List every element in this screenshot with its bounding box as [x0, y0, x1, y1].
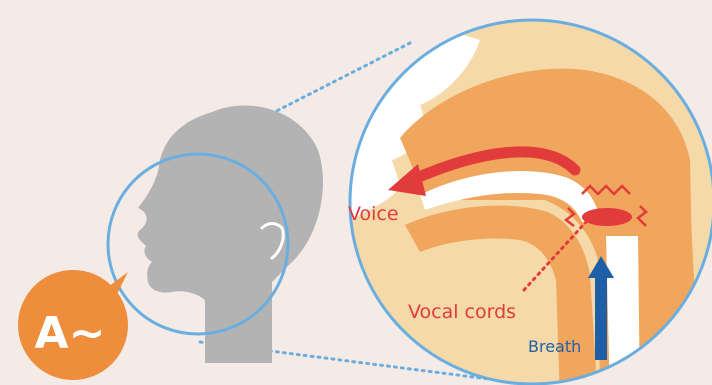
breath-label: Breath	[528, 337, 581, 356]
voice-label: Voice	[348, 203, 399, 225]
speech-badge-text: A~	[35, 308, 106, 359]
vocal-cords	[582, 208, 632, 226]
speech-badge: A~	[18, 270, 128, 380]
vocal-cords-label: Vocal cords	[408, 301, 516, 323]
